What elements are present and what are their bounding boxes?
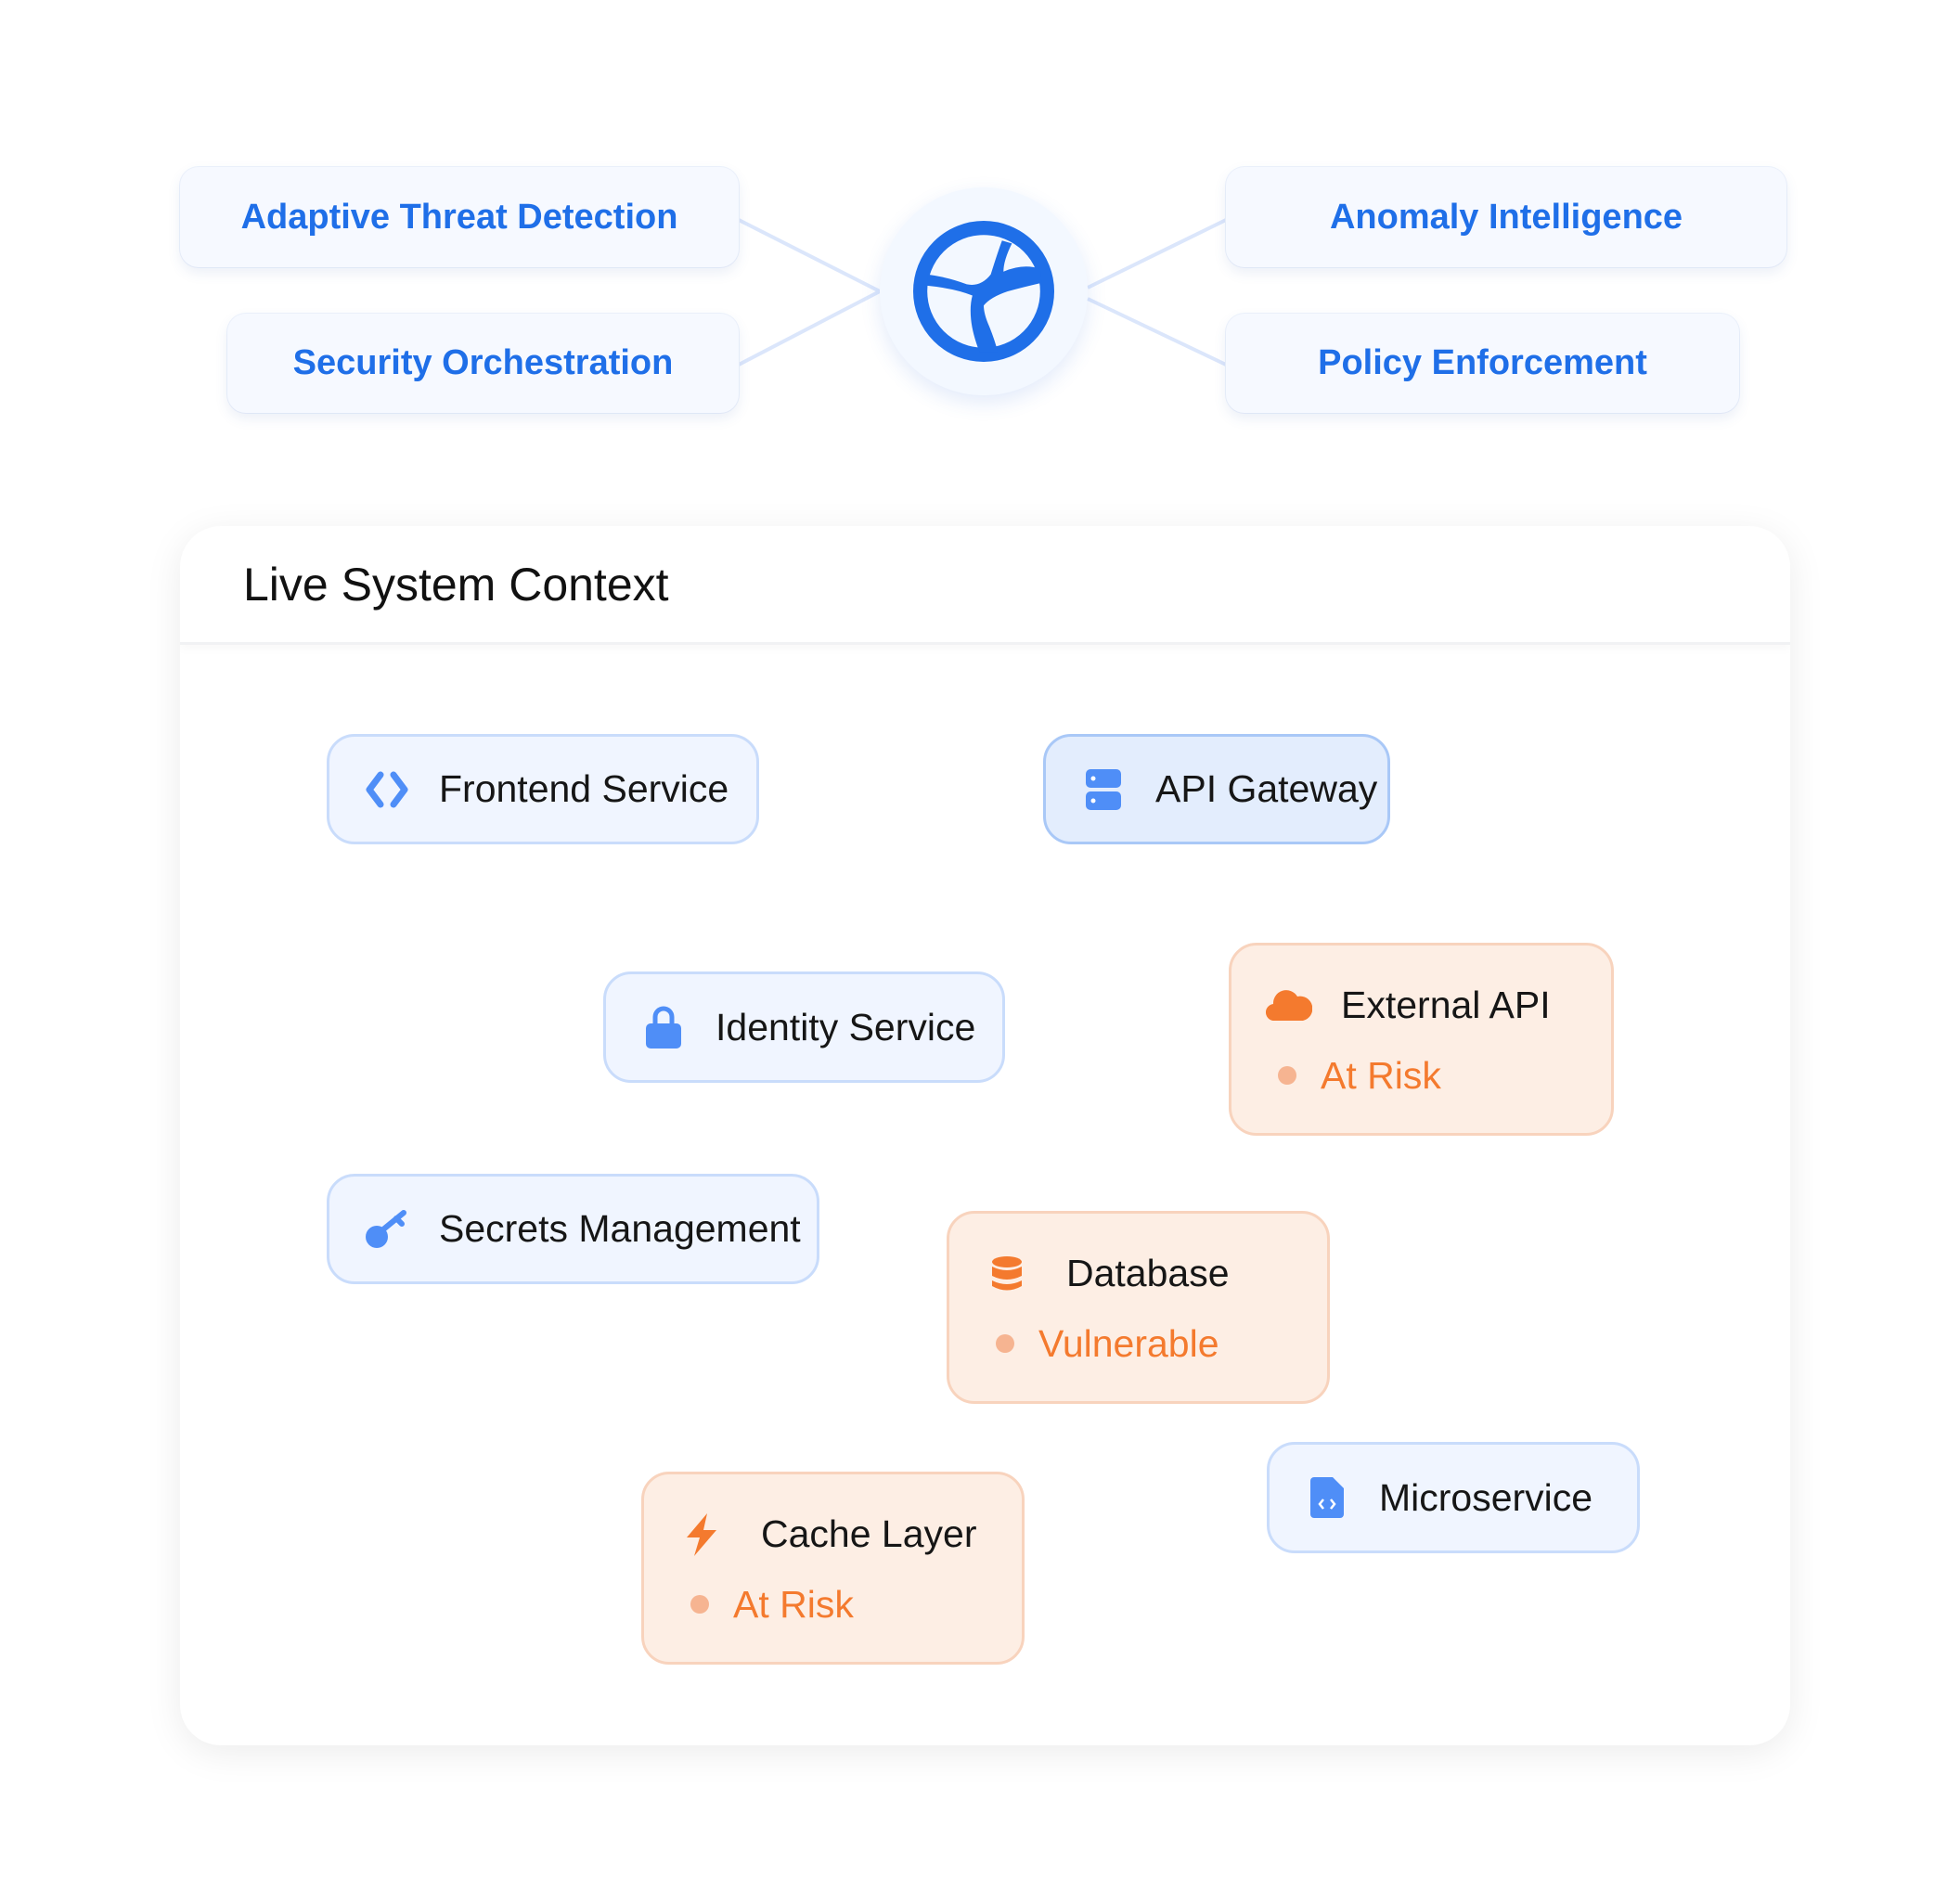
node-label: Frontend Service <box>439 767 729 810</box>
node-label: External API <box>1341 984 1551 1026</box>
node-api-gateway[interactable]: API Gateway <box>1043 734 1390 844</box>
capability-policy-enforcement: Policy Enforcement <box>1226 314 1739 413</box>
capability-adaptive-threat-detection: Adaptive Threat Detection <box>180 167 739 267</box>
database-icon <box>983 1250 1031 1298</box>
server-icon <box>1079 765 1128 814</box>
node-label: API Gateway <box>1155 767 1378 810</box>
connector-line <box>1087 218 1227 289</box>
status-dot <box>690 1595 709 1614</box>
node-label: Secrets Management <box>439 1207 801 1250</box>
status-badge: At Risk <box>1321 1053 1441 1097</box>
capability-anomaly-intelligence: Anomaly Intelligence <box>1226 167 1786 267</box>
node-microservice[interactable]: Microservice <box>1267 1442 1640 1553</box>
node-label: Database <box>1066 1252 1230 1294</box>
hub-logo <box>880 187 1088 395</box>
code-icon <box>363 765 411 814</box>
key-icon <box>363 1205 411 1254</box>
connector-line <box>738 289 881 367</box>
connector-line <box>738 218 881 293</box>
node-label: Identity Service <box>716 1005 976 1048</box>
node-database[interactable]: Database Vulnerable <box>947 1211 1330 1404</box>
node-label: Microservice <box>1379 1475 1593 1519</box>
status-badge: Vulnerable <box>1038 1321 1219 1365</box>
capability-security-orchestration: Security Orchestration <box>227 314 739 413</box>
node-external-api[interactable]: External API At Risk <box>1229 943 1614 1136</box>
node-cache-layer[interactable]: Cache Layer At Risk <box>641 1472 1025 1665</box>
panel-title: Live System Context <box>180 526 1790 645</box>
lock-icon <box>639 1003 688 1051</box>
lightning-icon <box>677 1511 726 1559</box>
status-dot <box>1278 1066 1296 1085</box>
globe-icon <box>913 221 1054 362</box>
status-badge: At Risk <box>733 1582 854 1626</box>
node-frontend-service[interactable]: Frontend Service <box>327 734 759 844</box>
cloud-icon <box>1265 982 1313 1030</box>
node-identity-service[interactable]: Identity Service <box>603 971 1005 1083</box>
connector-line <box>1087 297 1227 367</box>
code-file-icon <box>1303 1473 1351 1522</box>
node-secrets-management[interactable]: Secrets Management <box>327 1174 819 1284</box>
node-label: Cache Layer <box>761 1512 977 1555</box>
status-dot <box>996 1334 1014 1353</box>
